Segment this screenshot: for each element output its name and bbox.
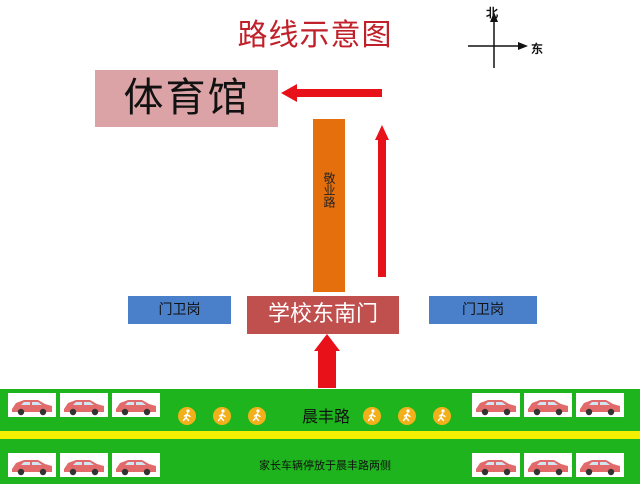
- arrow-icon: [281, 84, 382, 102]
- compass-icon: [468, 12, 528, 68]
- pedestrian-icon: [397, 406, 417, 426]
- pedestrian-icon: [247, 406, 267, 426]
- car-icon: [12, 400, 52, 416]
- pedestrian-icon: [362, 406, 382, 426]
- guard-house-right: 门卫岗: [429, 296, 537, 324]
- car-icon: [580, 460, 620, 476]
- road-center-line: [0, 431, 640, 439]
- car-icon: [580, 400, 620, 416]
- car-icon: [12, 460, 52, 476]
- car-icon: [528, 400, 568, 416]
- car-icon: [116, 460, 156, 476]
- arrow-icon: [375, 125, 389, 277]
- car-icon: [64, 400, 104, 416]
- car-icon: [64, 460, 104, 476]
- compass-north-label: 北: [486, 6, 499, 20]
- pedestrian-icon: [177, 406, 197, 426]
- arrow-icon: [314, 334, 340, 388]
- jingye-road-label: 敬业路: [322, 172, 336, 208]
- pedestrian-icon: [432, 406, 452, 426]
- school-southeast-gate: 学校东南门: [247, 296, 399, 334]
- jingye-road: [313, 119, 345, 292]
- car-icon: [528, 460, 568, 476]
- map-title: 路线示意图: [237, 18, 393, 53]
- parking-note: 家长车辆停放于晨丰路两侧: [259, 459, 391, 472]
- car-icon: [476, 460, 516, 476]
- guard-house-left: 门卫岗: [128, 296, 231, 324]
- compass-east-label: 东: [531, 42, 544, 56]
- pedestrian-icon: [212, 406, 232, 426]
- car-icon: [476, 400, 516, 416]
- car-icon: [116, 400, 156, 416]
- chenfeng-road-label: 晨丰路: [301, 407, 350, 426]
- gym-building: 体育馆: [95, 70, 278, 127]
